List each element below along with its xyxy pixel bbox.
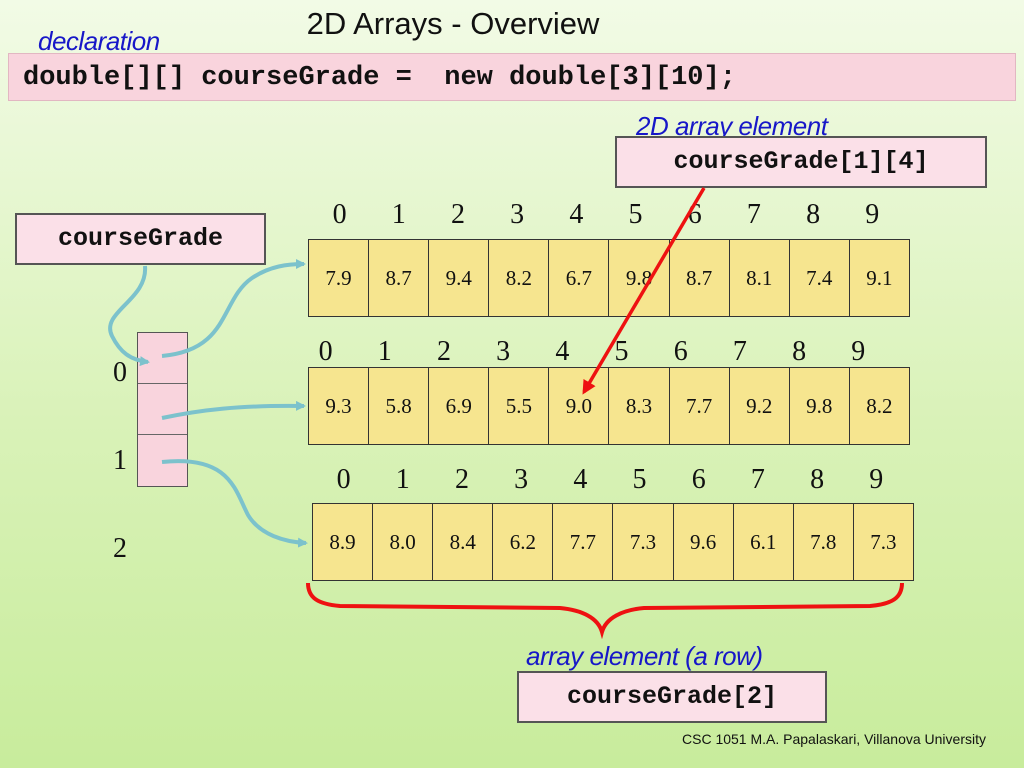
array-cell: 5.5 <box>489 368 550 444</box>
array-cell: 6.1 <box>734 504 794 580</box>
declaration-code: double[][] courseGrade = new double[3][1… <box>8 53 1016 101</box>
column-index: 2 <box>454 464 469 495</box>
row-callout-label: array element (a row) <box>526 641 763 671</box>
column-index: 6 <box>673 336 688 367</box>
column-index: 6 <box>687 199 702 230</box>
array-cell: 8.2 <box>866 393 893 418</box>
array-row-2: 8.9 8.0 8.4 6.2 7.7 7.3 9.6 6.1 7.8 7.3 <box>312 503 914 581</box>
column-index: 5 <box>632 464 647 495</box>
column-indices-row-2: 0 1 2 3 4 5 6 7 8 9 <box>314 464 906 496</box>
column-indices-row-1: 0 1 2 3 4 5 6 7 8 9 <box>296 336 888 368</box>
column-index: 8 <box>792 336 807 367</box>
row-index-2: 2 <box>113 533 127 564</box>
column-index: 1 <box>395 464 410 495</box>
column-index: 7 <box>750 464 765 495</box>
array-cell: 9.0 <box>549 368 610 444</box>
array-cell: 7.7 <box>553 504 614 580</box>
row-pointer-array <box>137 332 188 487</box>
column-index: 9 <box>865 199 880 230</box>
column-index: 5 <box>628 199 643 230</box>
row-pointer-cell-0 <box>138 333 187 384</box>
column-index: 4 <box>555 336 570 367</box>
column-indices-row-0: 0 1 2 3 4 5 6 7 8 9 <box>310 199 902 231</box>
array-cell: 8.9 <box>313 504 374 580</box>
array-cell: 7.3 <box>870 529 897 554</box>
column-index: 3 <box>496 336 511 367</box>
column-index: 1 <box>377 336 392 367</box>
row-brace <box>306 582 904 640</box>
column-index: 0 <box>336 464 351 495</box>
column-index: 4 <box>573 464 588 495</box>
array-cell: 8.2 <box>489 240 550 316</box>
array-cell: 8.1 <box>730 240 790 316</box>
column-index: 7 <box>732 336 747 367</box>
column-index: 4 <box>569 199 584 230</box>
row-pointer-cell-1 <box>138 384 187 435</box>
array-cell: 9.8 <box>790 368 850 444</box>
array-cell: 6.9 <box>429 368 490 444</box>
array-cell: 5.8 <box>369 368 430 444</box>
row-index-1: 1 <box>113 445 127 476</box>
column-index: 6 <box>691 464 706 495</box>
array-cell: 7.9 <box>309 240 370 316</box>
row-pointer-cell-2 <box>138 435 187 486</box>
variable-box: courseGrade <box>15 213 266 265</box>
array-cell: 7.3 <box>613 504 674 580</box>
array-cell: 9.2 <box>730 368 790 444</box>
array-cell: 6.2 <box>493 504 554 580</box>
array-cell: 7.8 <box>794 504 854 580</box>
column-index: 2 <box>436 336 451 367</box>
array-cell: 8.3 <box>609 368 670 444</box>
column-index: 8 <box>806 199 821 230</box>
array-cell: 9.3 <box>309 368 370 444</box>
array-cell: 8.0 <box>373 504 434 580</box>
column-index: 3 <box>514 464 529 495</box>
column-index: 3 <box>510 199 525 230</box>
declaration-label: declaration <box>38 26 160 56</box>
column-index: 9 <box>869 464 884 495</box>
element-callout-code: courseGrade[1][4] <box>615 136 987 188</box>
array-cell: 8.4 <box>433 504 494 580</box>
column-index: 0 <box>318 336 333 367</box>
array-row-1: 9.3 5.8 6.9 5.5 9.0 8.3 7.7 9.2 9.8 8.2 <box>308 367 910 445</box>
array-cell: 9.8 <box>609 240 670 316</box>
array-cell: 8.7 <box>369 240 430 316</box>
column-index: 9 <box>851 336 866 367</box>
array-cell: 7.4 <box>790 240 850 316</box>
column-index: 8 <box>810 464 825 495</box>
array-row-0: 7.9 8.7 9.4 8.2 6.7 9.8 8.7 8.1 7.4 9.1 <box>308 239 910 317</box>
column-index: 7 <box>746 199 761 230</box>
array-cell: 9.1 <box>866 265 893 290</box>
row-index-0: 0 <box>113 357 127 388</box>
array-cell: 7.7 <box>670 368 730 444</box>
array-cell: 6.7 <box>549 240 610 316</box>
footer-credit: CSC 1051 M.A. Papalaskari, Villanova Uni… <box>682 731 986 747</box>
array-cell: 9.4 <box>429 240 490 316</box>
column-index: 5 <box>614 336 629 367</box>
column-index: 1 <box>391 199 406 230</box>
array-cell: 8.7 <box>670 240 730 316</box>
array-cell: 9.6 <box>674 504 734 580</box>
page-title: 2D Arrays - Overview <box>306 6 600 41</box>
row-callout-code: courseGrade[2] <box>517 671 827 723</box>
column-index: 0 <box>332 199 347 230</box>
column-index: 2 <box>450 199 465 230</box>
